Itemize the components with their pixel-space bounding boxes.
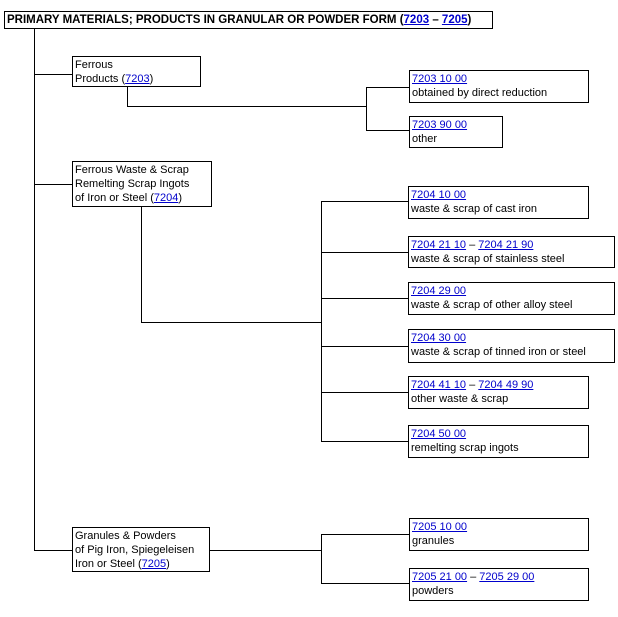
trunk-line <box>34 29 35 551</box>
leaf-7205-21: 7205 21 00 – 7205 29 00 powders <box>409 568 589 601</box>
leaf-desc: other <box>412 133 438 145</box>
leaf-7203-10-00: 7203 10 00 obtained by direct reduction <box>409 70 589 103</box>
leaf-desc: waste & scrap of other alloy steel <box>411 299 573 311</box>
waste-line1: Ferrous Waste & Scrap <box>75 164 189 176</box>
root-title-sep: – <box>429 14 442 26</box>
root-title-close: ) <box>467 14 472 26</box>
code-link-2[interactable]: 7204 49 90 <box>478 379 534 391</box>
code-link[interactable]: 7204 29 00 <box>411 285 467 297</box>
leaf-desc: waste & scrap of tinned iron or steel <box>411 346 586 358</box>
ferrous-products-box: Ferrous Products (7203) <box>72 56 201 87</box>
ferrous-spine <box>366 87 367 130</box>
granules-spine <box>321 534 322 583</box>
leaf-desc: waste & scrap of cast iron <box>411 203 537 215</box>
waste-line3: of Iron or Steel ( <box>75 192 154 204</box>
code-sep: – <box>466 239 479 251</box>
waste-leaf-6 <box>321 441 409 442</box>
leaf-7204-41: 7204 41 10 – 7204 49 90 other waste & sc… <box>408 376 589 409</box>
waste-link <box>141 322 321 323</box>
code-sep: – <box>466 379 479 391</box>
code-link[interactable]: 7204 10 00 <box>411 189 467 201</box>
leaf-7203-90-00: 7203 90 00 other <box>409 116 503 148</box>
code-link[interactable]: 7203 10 00 <box>412 73 468 85</box>
branch-waste <box>34 184 74 185</box>
granules-close: ) <box>166 558 170 570</box>
link-7205[interactable]: 7205 <box>441 14 468 26</box>
code-link[interactable]: 7203 90 00 <box>412 119 468 131</box>
code-link[interactable]: 7204 41 10 <box>411 379 467 391</box>
code-link[interactable]: 7204 30 00 <box>411 332 467 344</box>
code-sep: – <box>467 571 480 583</box>
ferrous-link-7203[interactable]: 7203 <box>125 73 150 85</box>
granules-leaf-1 <box>321 534 409 535</box>
granules-line2: of Pig Iron, Spiegeleisen <box>75 544 195 556</box>
branch-ferrous <box>34 74 74 75</box>
leaf-7204-50-00: 7204 50 00 remelting scrap ingots <box>408 425 589 458</box>
leaf-7205-10-00: 7205 10 00 granules <box>409 518 589 551</box>
code-link[interactable]: 7204 21 10 <box>411 239 467 251</box>
ferrous-leaf-1 <box>366 87 410 88</box>
ferrous-link <box>127 106 366 107</box>
leaf-desc: powders <box>412 585 454 597</box>
leaf-7204-10-00: 7204 10 00 waste & scrap of cast iron <box>408 186 589 219</box>
root-title-box: PRIMARY MATERIALS; PRODUCTS IN GRANULAR … <box>4 11 493 29</box>
leaf-7204-30-00: 7204 30 00 waste & scrap of tinned iron … <box>408 329 615 363</box>
waste-link-7204[interactable]: 7204 <box>153 192 179 204</box>
code-link[interactable]: 7204 50 00 <box>411 428 467 440</box>
waste-stem <box>141 206 142 322</box>
ferrous-close: ) <box>149 73 154 85</box>
branch-granules <box>34 550 74 551</box>
granules-leaf-2 <box>321 583 409 584</box>
waste-leaf-4 <box>321 346 409 347</box>
code-link-2[interactable]: 7204 21 90 <box>478 239 534 251</box>
root-title-text: PRIMARY MATERIALS; PRODUCTS IN GRANULAR … <box>7 14 404 26</box>
waste-close: ) <box>178 192 183 204</box>
granules-powders-box: Granules & Powders of Pig Iron, Spiegele… <box>72 527 210 572</box>
ferrous-leaf-2 <box>366 130 410 131</box>
leaf-7204-29-00: 7204 29 00 waste & scrap of other alloy … <box>408 282 615 315</box>
waste-leaf-5 <box>321 392 409 393</box>
leaf-7204-21: 7204 21 10 – 7204 21 90 waste & scrap of… <box>408 236 615 268</box>
waste-leaf-1 <box>321 201 409 202</box>
granules-link-7205[interactable]: 7205 <box>141 558 167 570</box>
waste-leaf-3 <box>321 298 409 299</box>
leaf-desc: granules <box>412 535 455 547</box>
leaf-desc: remelting scrap ingots <box>411 442 519 454</box>
leaf-desc: waste & scrap of stainless steel <box>411 253 565 265</box>
leaf-desc: obtained by direct reduction <box>412 87 548 99</box>
code-link-2[interactable]: 7205 29 00 <box>479 571 535 583</box>
granules-line1: Granules & Powders <box>75 530 176 542</box>
ferrous-stem <box>127 86 128 106</box>
ferrous-line2: Products ( <box>75 73 126 85</box>
code-link[interactable]: 7205 10 00 <box>412 521 468 533</box>
waste-leaf-2 <box>321 252 409 253</box>
waste-spine <box>321 201 322 441</box>
code-link[interactable]: 7205 21 00 <box>412 571 468 583</box>
link-7203[interactable]: 7203 <box>403 14 430 26</box>
waste-scrap-box: Ferrous Waste & Scrap Remelting Scrap In… <box>72 161 212 207</box>
granules-link <box>210 550 321 551</box>
granules-line3: Iron or Steel ( <box>75 558 142 570</box>
ferrous-line1: Ferrous <box>75 59 113 71</box>
leaf-desc: other waste & scrap <box>411 393 509 405</box>
waste-line2: Remelting Scrap Ingots <box>75 178 190 190</box>
